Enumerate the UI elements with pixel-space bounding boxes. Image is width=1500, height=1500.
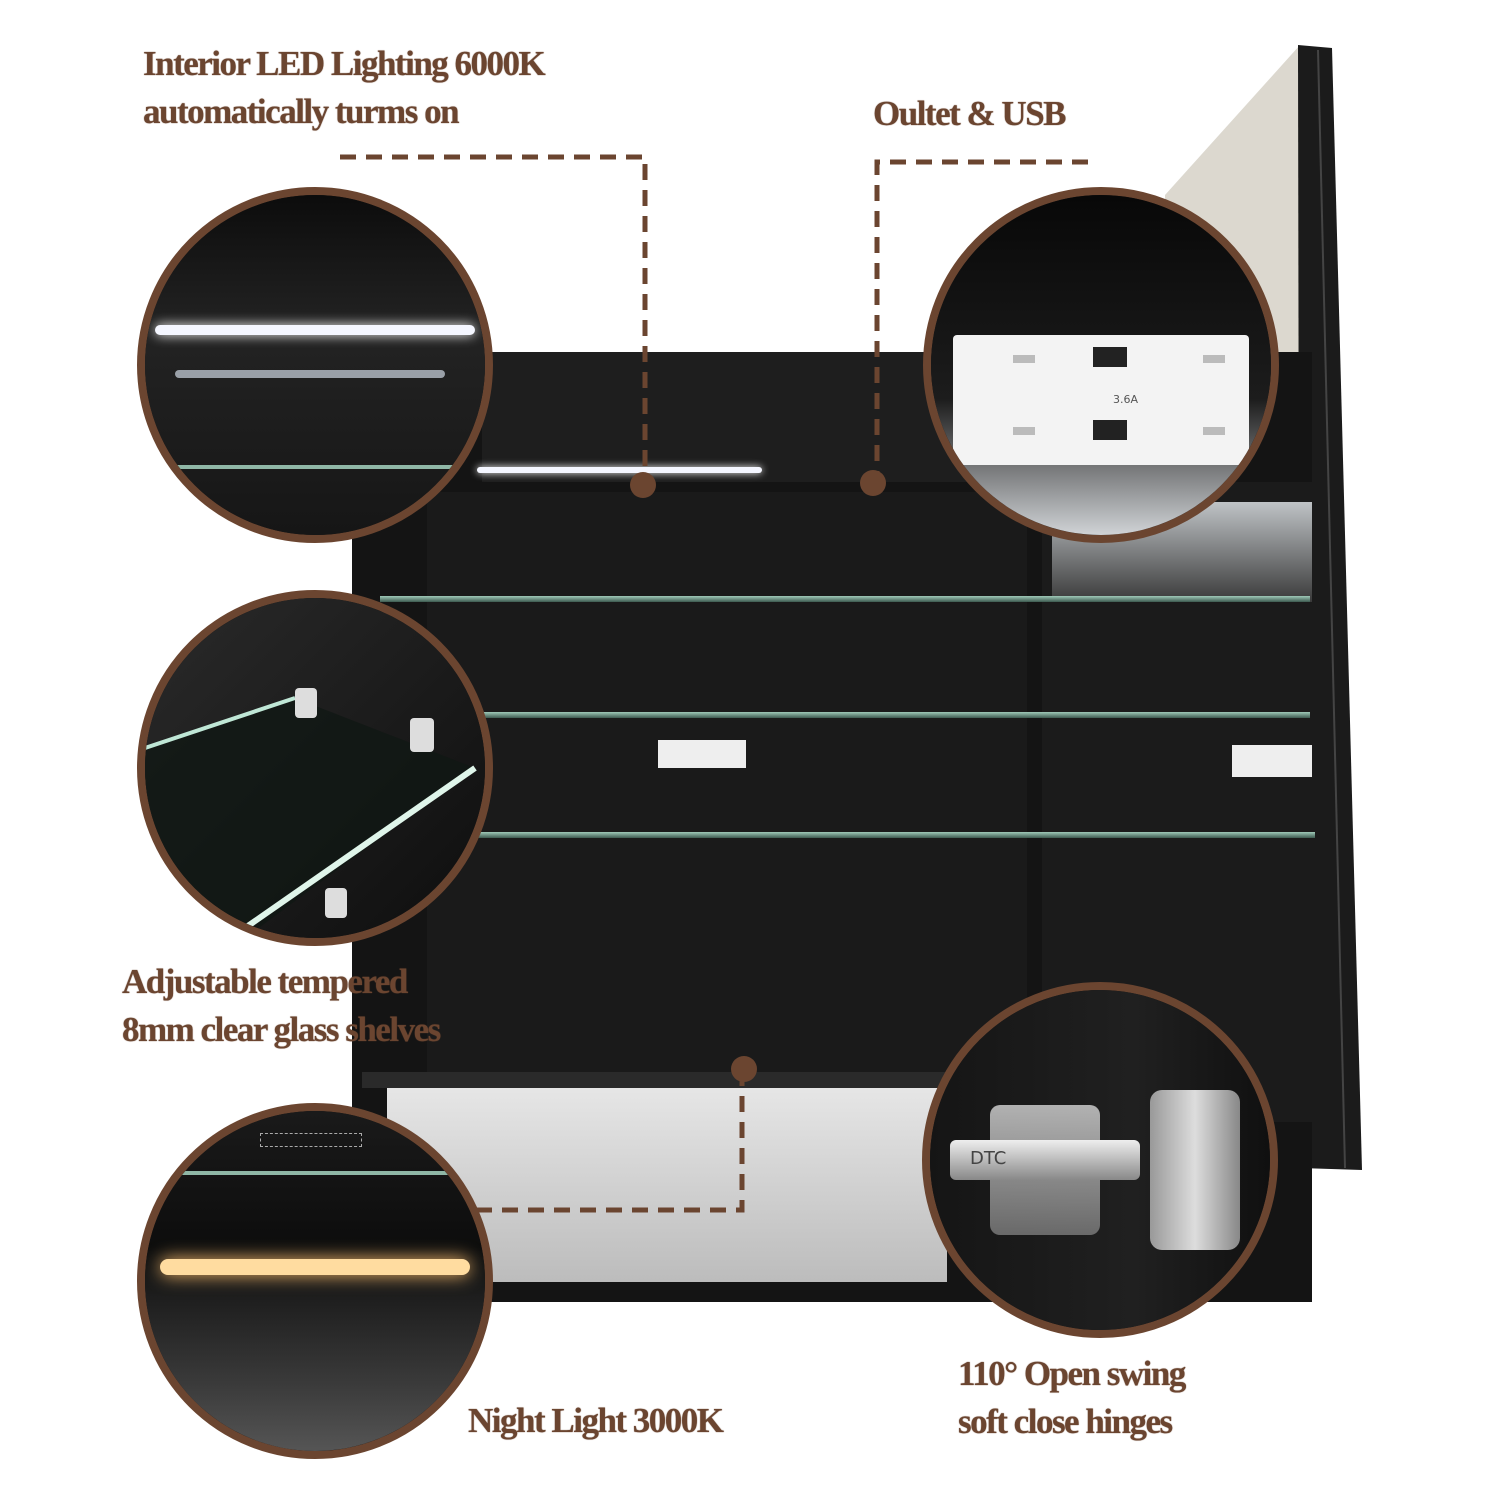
glass-shelf-3 xyxy=(470,832,1315,838)
label-line: Interior LED Lighting 6000K xyxy=(143,44,546,83)
glass-shelf-1 xyxy=(380,596,1310,602)
night-light-label: Night Light 3000K xyxy=(468,1401,724,1440)
outlet-plate: 3.6A xyxy=(953,335,1249,465)
hinge-brand: DTC xyxy=(970,1148,1007,1169)
outlet-rating: 3.6A xyxy=(1113,393,1139,406)
label-line: soft close hinges xyxy=(958,1402,1173,1441)
detail-hinge: DTC xyxy=(922,982,1278,1338)
detail-led-lighting xyxy=(137,187,493,543)
leader-line-night-light xyxy=(470,1070,745,1213)
led-strip-cool xyxy=(155,325,475,335)
interior-back-panel xyxy=(427,492,1027,1072)
label-line: 8mm clear glass shelves xyxy=(122,1010,441,1049)
warning-sticker xyxy=(658,740,746,768)
detail-outlet-usb: 3.6A xyxy=(923,187,1279,543)
shelves-label: Adjustable tempered 8mm clear glass shel… xyxy=(122,958,441,1054)
label-line: Adjustable tempered xyxy=(122,962,408,1001)
interior-led-strip xyxy=(477,467,762,473)
warning-sticker xyxy=(1232,745,1312,777)
leader-line-led xyxy=(340,154,648,485)
label-line: automatically turms on xyxy=(143,92,460,131)
leader-line-outlet xyxy=(874,159,1088,483)
hinge-arm: DTC xyxy=(950,1140,1140,1180)
marker-dot-led xyxy=(630,472,656,498)
detail-glass-shelves xyxy=(137,590,493,946)
interior-led-label: Interior LED Lighting 6000K automaticall… xyxy=(143,40,546,136)
hinge-cup xyxy=(1150,1090,1240,1250)
hinge-label: 110° Open swing soft close hinges xyxy=(958,1350,1186,1446)
touch-buttons xyxy=(260,1133,362,1147)
label-line: 110° Open swing xyxy=(958,1354,1186,1393)
detail-night-light xyxy=(137,1103,493,1459)
glass-shelf-2 xyxy=(470,712,1310,718)
usb-port-icon xyxy=(1093,347,1127,367)
outlet-usb-label: Oultet & USB xyxy=(873,94,1067,133)
marker-dot-night-light xyxy=(731,1056,757,1082)
led-strip-warm xyxy=(160,1259,470,1275)
marker-dot-outlet xyxy=(860,470,886,496)
usb-port-icon xyxy=(1093,420,1127,440)
